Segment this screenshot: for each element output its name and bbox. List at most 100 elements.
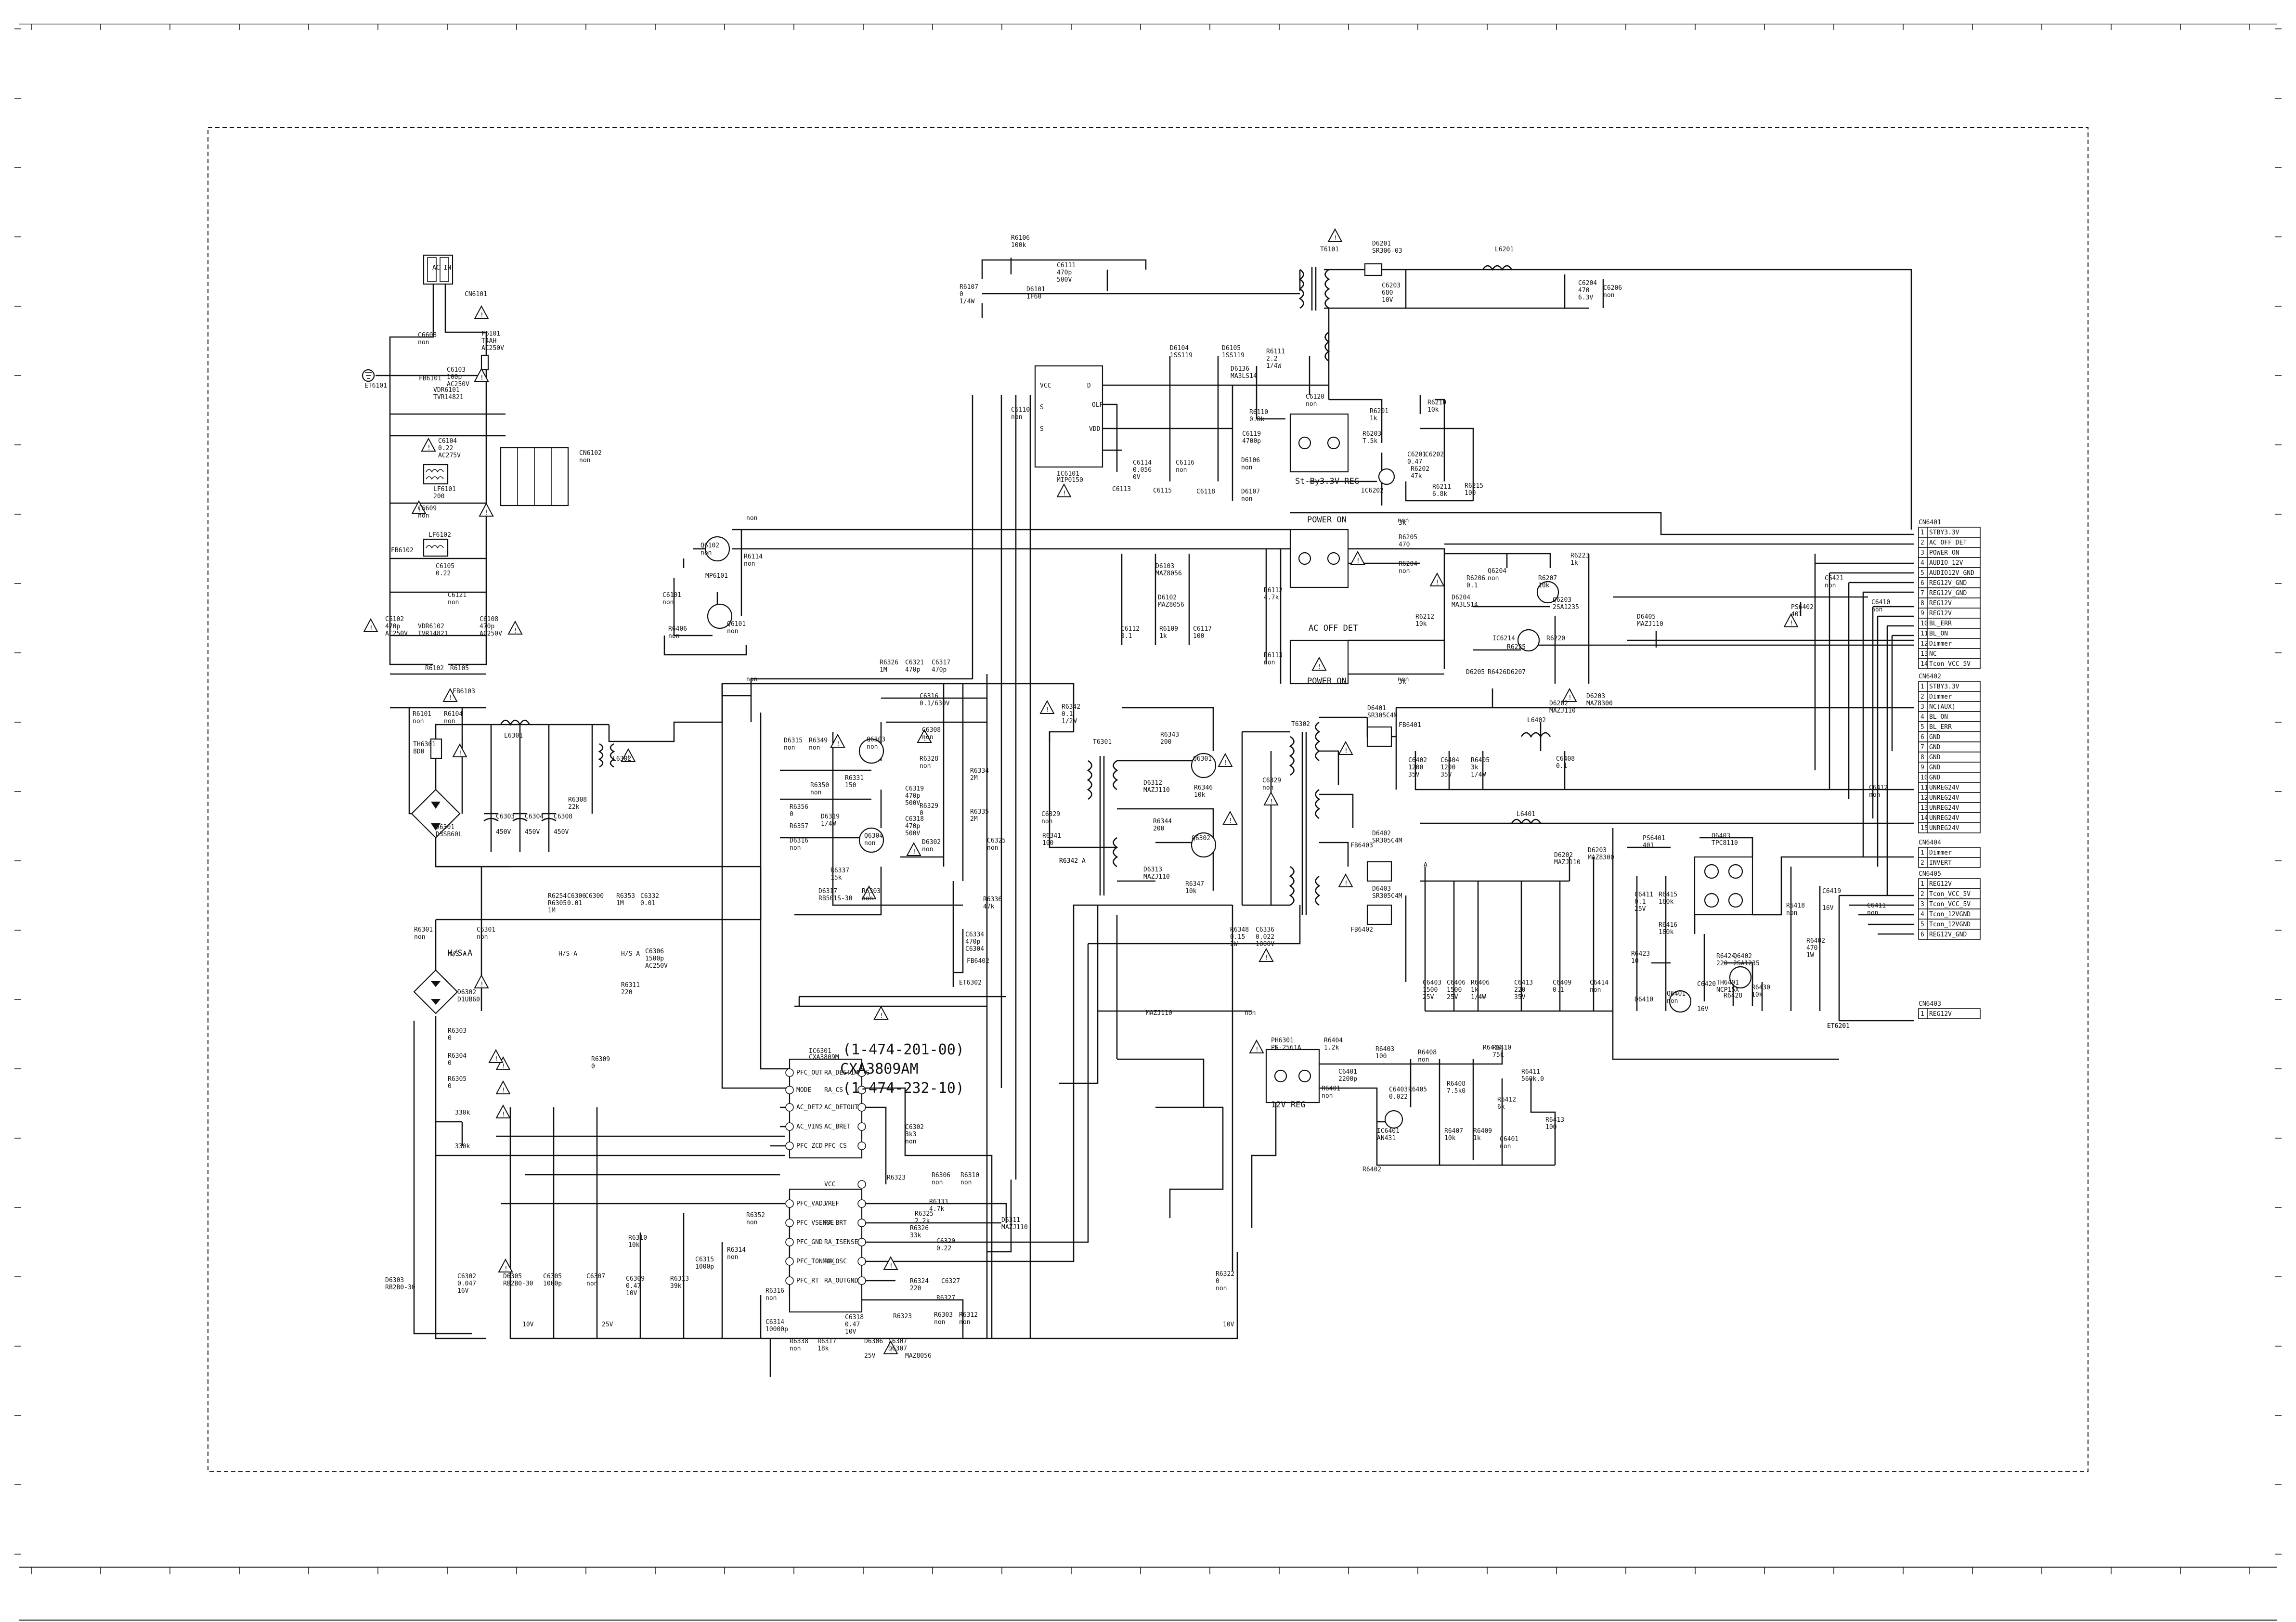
component-label: IC6101 [1057,470,1079,478]
connector-pin-number: 12 [1920,640,1928,648]
bulk-capacitors [483,813,557,822]
component-label: Q6302 [1192,835,1210,842]
component-label: D6319 [821,813,840,820]
component-label: R6310 [960,1172,979,1179]
connector-pin-signal: UNREG24V [1929,825,1959,832]
component-label: non [934,1319,945,1326]
ic-pin-label: VREF [824,1200,839,1207]
connector-pin-number: 2 [1920,539,1924,546]
component-label: D6313 [1143,866,1162,873]
ic-pin-label: AC_DETOUT [824,1104,858,1111]
component-label: C6421 [1825,575,1843,582]
component-label: non [744,560,755,568]
component-label: 1k [1570,559,1578,567]
svg-text:!: ! [1063,490,1066,497]
component-label: D6401 [1367,705,1386,712]
ic-pin-label: S [1040,426,1044,433]
warning-icon: ! [1249,1039,1264,1053]
component-label: 680 [1382,289,1393,297]
block-label: POWER ON [1307,515,1347,525]
component-label: SR305C4M [1372,893,1402,900]
component-label: 0 [591,1063,595,1070]
component-label: R6347 [1185,881,1204,888]
component-label: 1/4W [1471,994,1486,1001]
mosfet-q6304 [858,827,884,853]
component-label: D3SB60L [436,831,462,838]
ic-pin-label: PFC_VADJ [796,1200,827,1207]
component-label: R6341 [1042,832,1061,840]
component-label: 1k [1471,986,1479,994]
component-label: 10V [845,1328,856,1336]
component-label: R6107 [960,284,978,291]
component-label: 25V [1447,994,1458,1001]
component-label: 33k [910,1232,921,1239]
connector-pin-signal: UNREG24V [1929,815,1959,822]
component-label: R6323 [893,1313,912,1320]
connector-pin-signal: Dimmer [1929,693,1952,701]
component-label: 3k3 [905,1131,916,1138]
component-label: R6324 [910,1278,929,1285]
component-label: AC275V [438,452,461,459]
component-label: D6311 [1001,1217,1020,1224]
component-label: MAZ8056 [905,1352,932,1360]
ic-pin-label: RA_OUTGND [824,1277,858,1285]
component-label: 100 [1042,840,1053,847]
component-label: C6318 [905,816,924,823]
component-label: C6329 [1262,777,1281,784]
ic-pin-label: RA_CS [824,1087,843,1094]
block-label: POWER ON [1307,676,1347,686]
component-label: 10k [1415,621,1427,628]
connector-pin-signal: NC [1929,650,1937,658]
transistor-q6402 [1729,966,1752,989]
component-label: 470 [1399,541,1410,548]
component-label: non [586,1280,597,1287]
component-label: C6115 [1153,487,1172,494]
component-label: non [746,676,757,683]
component-label: D6305 [503,1273,522,1280]
component-label: R6337 [830,867,849,874]
component-label: R6336 [983,896,1002,903]
component-label: Q6203 [1553,597,1571,604]
component-label: L6201 [1495,246,1514,253]
component-label: C6110 [1011,406,1030,414]
component-label: R6343 [1160,731,1179,739]
component-label: 0.1 [1556,763,1567,770]
component-label: D6405 [1637,613,1656,621]
warning-icon: ! [830,733,845,748]
warning-icon: ! [906,842,921,856]
component-label: C6408 [1556,755,1575,763]
component-label: 1000p [695,1263,714,1271]
component-label: C6406 [1447,979,1466,986]
component-label: 0.1 [1062,711,1073,718]
warning-icon: ! [495,1080,511,1094]
component-label: non [922,846,933,853]
component-label: PS-2561A [1271,1044,1301,1051]
component-label: D6102 [1158,594,1177,601]
ic-pin-label: AC_DET2 [796,1104,823,1111]
connector-pin-signal: REG12V [1929,881,1952,888]
line-filter-lf6101 [423,464,449,485]
connector-ref: CN6405 [1919,870,1941,878]
component-label: C6404 [1440,757,1459,764]
component-label: R6328 [920,755,938,763]
mosfet-q6302 [1191,832,1217,858]
safety-warning-marks: !!!!!!!!!!!!!!!!!!!!!!!!!!!!!!!!!!!!!! [363,228,1799,1354]
component-label: MAZ8056 [1155,570,1182,577]
component-label: D6315 [784,737,803,744]
component-label: non [414,934,425,941]
connector-pin-number: 5 [1920,724,1924,731]
component-label: non [662,599,674,606]
component-label: R6212 [1415,613,1434,621]
component-label: non [448,599,459,606]
connector-pin-signal: POWER ON [1929,549,1959,557]
component-label: CN6101 [465,291,487,298]
component-label: R6104 [444,711,463,718]
component-label: 8D0 [413,748,424,755]
component-label: NCP15X [1716,986,1739,994]
component-label: 0V [1133,474,1141,481]
component-label: C6308 [554,813,572,820]
connector-pin-signal: REG12V [1929,600,1952,607]
component-label: RB501S-30 [818,895,852,902]
connector-pin-number: 11 [1920,630,1928,637]
